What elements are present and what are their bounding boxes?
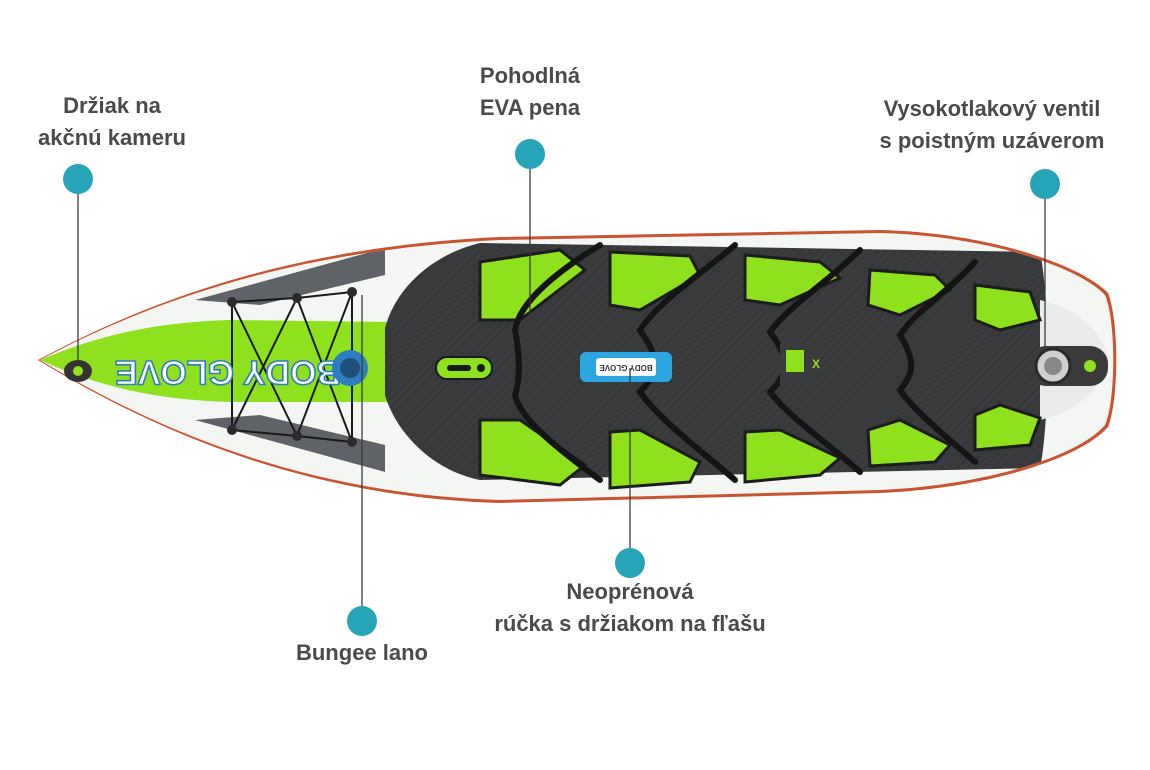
svg-text:X: X [812, 357, 820, 371]
callout-label-bungee: Bungee lano [295, 640, 428, 665]
callout-dot-eva-foam [515, 139, 545, 169]
callout-dot-bungee [347, 606, 377, 636]
callout-dot-valve [1030, 169, 1060, 199]
handle-logo: BODY GLOVE [599, 363, 653, 372]
paddle-holder [435, 356, 493, 380]
eva-foot-pads [478, 248, 1042, 490]
callout-dot-camera-mount [63, 164, 93, 194]
callout-label-handle: Neoprénová rúčka s držiakom na fľašu [494, 579, 766, 636]
callout-label-camera-mount: Držiak na akčnú kameru [38, 93, 186, 150]
high-pressure-valve [1028, 346, 1108, 386]
callout-label-eva-foam: Pohodlná EVA pena [479, 63, 581, 120]
brand-emblem [332, 350, 368, 386]
camera-mount [64, 360, 92, 382]
sup-board: BODY GLOVE BODY GLOVE X [38, 230, 1117, 503]
bungee-deck-grip [195, 248, 385, 305]
callout-label-valve: Vysokotlakový ventil s poistným uzáverom [879, 96, 1105, 153]
bungee-anchors [227, 287, 357, 447]
leader-lines [77, 155, 1046, 620]
neoprene-handle: BODY GLOVE [580, 352, 672, 382]
brand-logo: BODY GLOVE [115, 353, 341, 391]
tail-leash-plug: X [780, 344, 820, 384]
callout-dot-handle [615, 548, 645, 578]
